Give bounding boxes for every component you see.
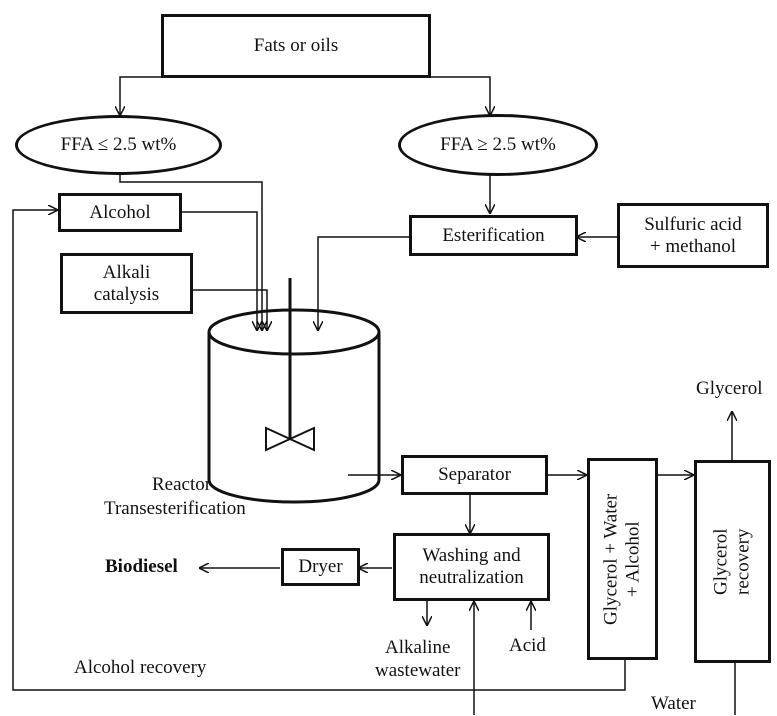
esterification-box: Esterification (409, 215, 578, 256)
arrow-alkali-to-reactor (192, 289, 267, 330)
glycerol-water-alcohol-box: Glycerol + Water + Alcohol (587, 458, 658, 660)
biodiesel-label: Biodiesel (105, 556, 178, 577)
alcohol-box: Alcohol (58, 193, 182, 232)
arrow-alcohol-recovery-loop (12, 210, 626, 691)
washing-neutralization-box: Washing and neutralization (393, 533, 550, 601)
alcohol-recovery-label: Alcohol recovery (74, 657, 207, 678)
arrow-esterification-to-reactor (318, 236, 410, 330)
glycerol-label: Glycerol (696, 378, 763, 399)
transesterification-label: Transesterification (104, 498, 246, 519)
ffa-high-ellipse: FFA ≥ 2.5 wt% (398, 114, 598, 176)
dryer-box: Dryer (281, 548, 360, 586)
sulfuric-acid-box: Sulfuric acid + methanol (617, 203, 769, 268)
acid-label: Acid (509, 635, 546, 656)
reactor-label: Reactor (152, 474, 212, 495)
glycerol-recovery-box: Glycerol recovery (694, 460, 771, 663)
ffa-low-ellipse: FFA ≤ 2.5 wt% (15, 115, 222, 175)
alkali-catalysis-box: Alkali catalysis (60, 253, 193, 314)
stirrer-impeller-icon (265, 426, 315, 452)
alkaline-wastewater-label: Alkaline wastewater (375, 637, 461, 681)
arrow-ffa-low-to-reactor (119, 175, 262, 330)
separator-box: Separator (401, 455, 548, 495)
arrow-fats-to-ffa-high (430, 76, 490, 115)
arrow-fats-to-ffa-low (120, 76, 161, 115)
water-label: Water (651, 693, 696, 714)
reactor-vessel (207, 308, 381, 504)
fats-oils-box: Fats or oils (161, 14, 431, 78)
